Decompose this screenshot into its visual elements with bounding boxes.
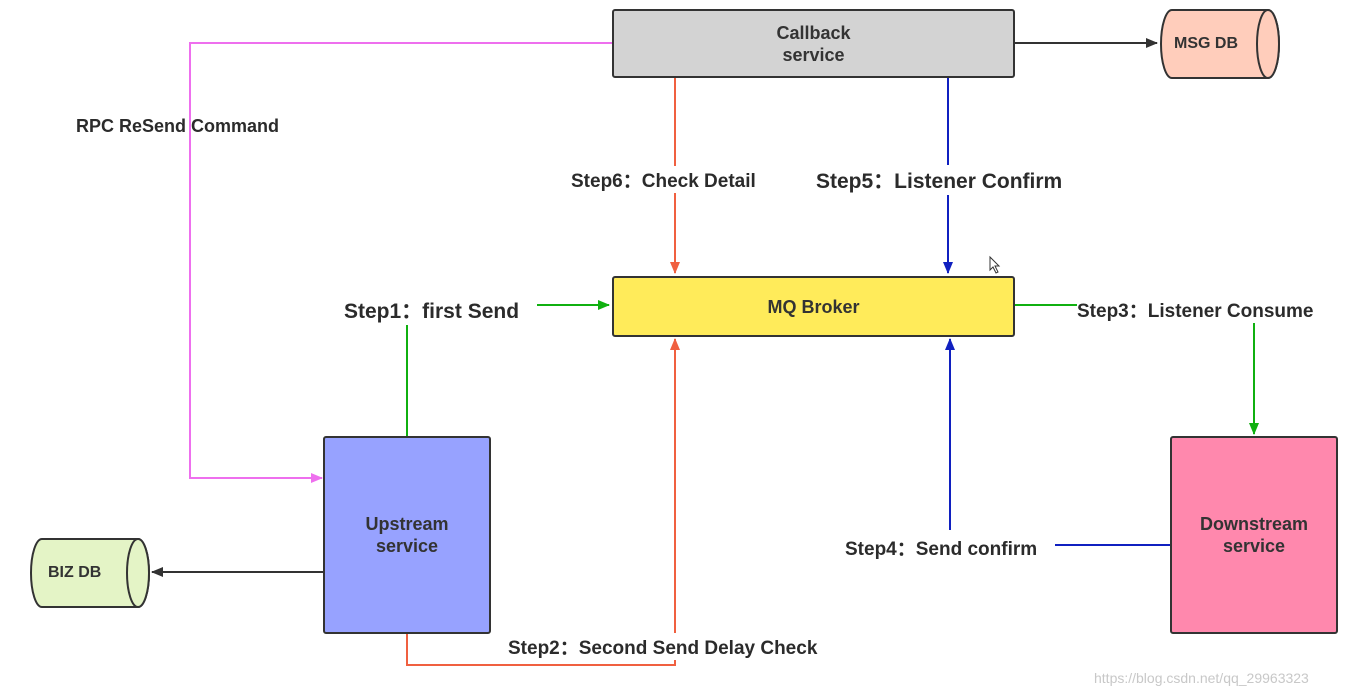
watermark-text: https://blog.csdn.net/qq_29963323 bbox=[1094, 670, 1309, 686]
msg-db-label: MSG DB bbox=[1174, 35, 1238, 52]
callback-line2: service bbox=[782, 44, 845, 65]
downstream-service-node[interactable]: Downstream service bbox=[1170, 436, 1338, 634]
step3-label: Step3：Listener Consume bbox=[1077, 296, 1314, 323]
rpc-resend-edge bbox=[189, 42, 612, 483]
step5-label: Step5：Listener Confirm bbox=[816, 165, 1063, 195]
upstream-service-node[interactable]: Upstream service bbox=[323, 436, 491, 634]
step2-label: Step2：Second Send Delay Check bbox=[508, 633, 818, 660]
callback-service-node[interactable]: Callback service bbox=[612, 9, 1015, 78]
upstream-line2: service bbox=[375, 536, 439, 556]
biz-db-label: BIZ DB bbox=[48, 564, 102, 581]
biz-db-cylinder bbox=[30, 538, 150, 608]
msg-db-cylinder bbox=[1160, 9, 1280, 79]
step4-label: Step4：Send confirm bbox=[845, 534, 1038, 561]
step2-edge bbox=[406, 338, 680, 666]
step6-label: Step6：Check Detail bbox=[571, 166, 756, 193]
downstream-line1: Downstream bbox=[1199, 514, 1309, 534]
step1-label: Step1：first Send bbox=[344, 295, 520, 325]
cursor-icon bbox=[989, 255, 1001, 274]
mq-broker-node[interactable]: MQ Broker bbox=[612, 276, 1015, 337]
mq-broker-label: MQ Broker bbox=[767, 296, 860, 317]
upstream-line1: Upstream bbox=[365, 514, 449, 534]
callback-line1: Callback bbox=[776, 22, 851, 43]
rpc-resend-label: RPC ReSend Command bbox=[76, 116, 280, 136]
downstream-line2: service bbox=[1222, 536, 1286, 556]
